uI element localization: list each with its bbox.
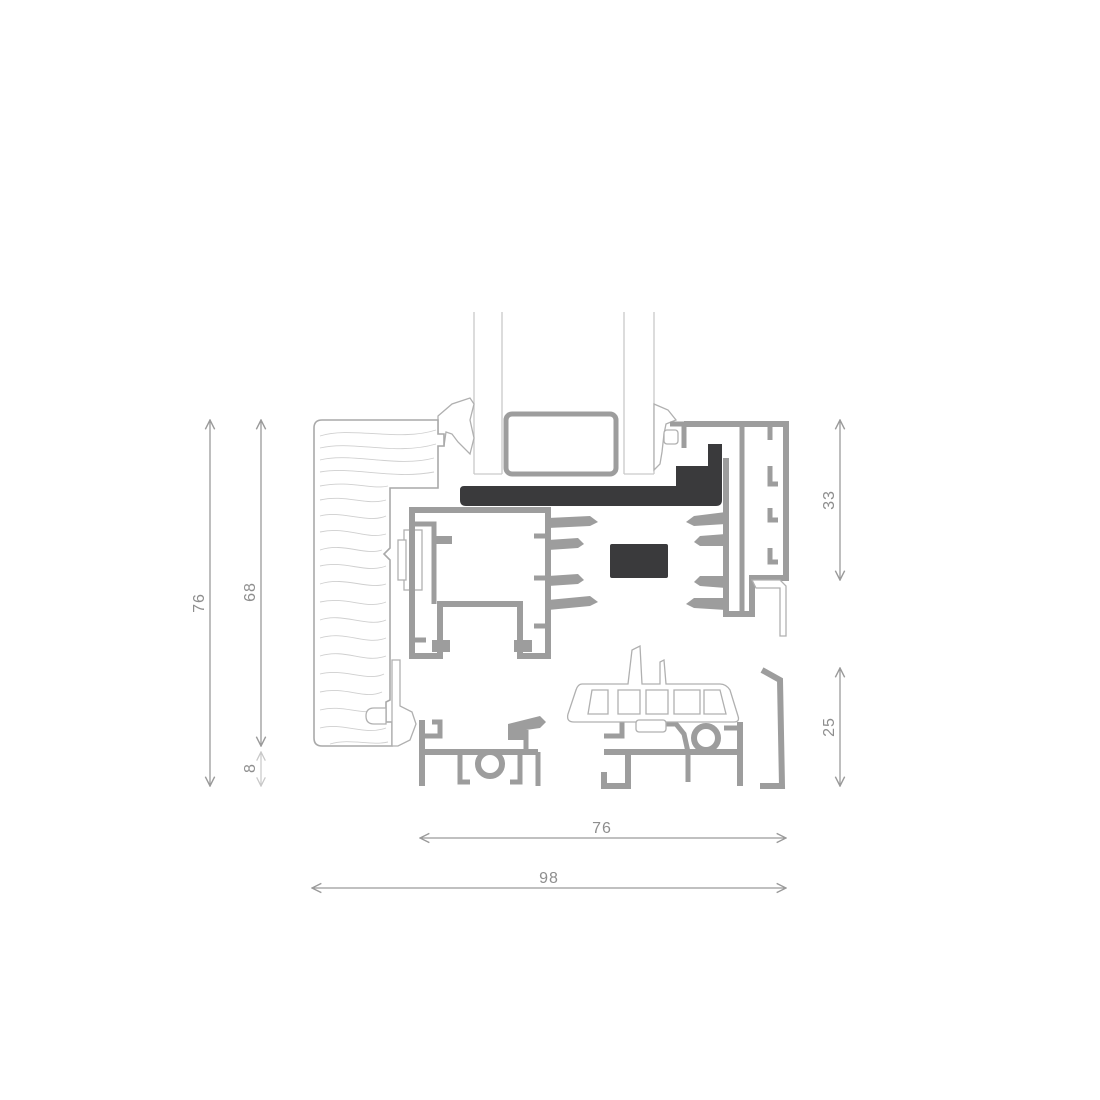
dimension-bottom-inner: 76	[420, 820, 786, 838]
dimension-bottom-total: 98	[312, 870, 786, 888]
dimension-right-upper: 33	[821, 420, 840, 580]
thermal-insert	[610, 544, 668, 578]
glazing-unit	[473, 312, 655, 477]
dimension-left-upper: 68	[242, 420, 261, 746]
glass-spacer	[503, 411, 619, 477]
dimension-left-total: 76	[191, 420, 210, 786]
glazing-seal-right	[653, 403, 679, 472]
frame-profile-lower	[419, 644, 786, 789]
sash-profile	[409, 507, 598, 659]
wood-cladding	[313, 419, 445, 747]
dimension-label-left-total: 76	[191, 593, 208, 613]
dimension-label-bottom-total: 98	[539, 870, 559, 887]
dimension-label-right-lower: 25	[821, 717, 838, 737]
dimension-left-lower: 8	[242, 752, 261, 786]
wood-grain	[319, 429, 437, 745]
frame-profile-upper	[670, 421, 789, 637]
dimension-right-lower: 25	[821, 668, 840, 786]
center-gasket	[460, 444, 722, 506]
dimension-label-left-lower: 8	[242, 763, 259, 773]
dimension-label-right-upper: 33	[821, 490, 838, 510]
dimension-label-left-upper: 68	[242, 582, 259, 602]
dimension-label-bottom-inner: 76	[592, 820, 612, 837]
